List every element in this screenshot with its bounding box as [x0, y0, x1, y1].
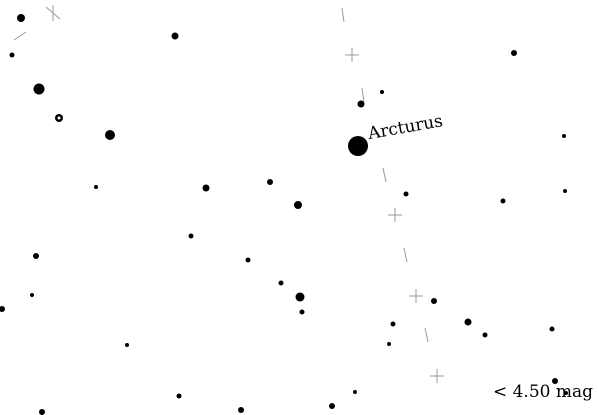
- star: [278, 280, 284, 286]
- star: [329, 403, 335, 409]
- grid-cross: [409, 289, 423, 303]
- star: [562, 134, 566, 138]
- star: [500, 198, 506, 204]
- star: [30, 293, 34, 297]
- grid-cross: [430, 369, 444, 383]
- star: [403, 191, 409, 197]
- star: [238, 407, 244, 413]
- star: [464, 318, 472, 326]
- star: [552, 378, 558, 384]
- star: [353, 390, 357, 394]
- star: [202, 184, 210, 192]
- star: [188, 233, 194, 239]
- star: [380, 90, 384, 94]
- star: [563, 189, 567, 193]
- star-highlight: [57, 116, 61, 120]
- star: [105, 130, 115, 140]
- star: [94, 185, 98, 189]
- star: [482, 332, 488, 338]
- star: [511, 50, 517, 56]
- ecliptic-line: [13, 7, 429, 343]
- grid-cross: [345, 48, 359, 62]
- star: [294, 201, 302, 209]
- star-arcturus: [348, 136, 368, 156]
- grid-crosses: [45, 5, 444, 383]
- star: [176, 393, 182, 399]
- star: [299, 309, 305, 315]
- star: [431, 298, 437, 304]
- star: [245, 257, 251, 263]
- star: [39, 409, 45, 415]
- grid-cross: [45, 5, 61, 21]
- star: [549, 326, 555, 332]
- star: [9, 52, 15, 58]
- grid-cross: [388, 208, 402, 222]
- star: [33, 83, 45, 95]
- star: [125, 343, 129, 347]
- star: [357, 100, 365, 108]
- star: [33, 253, 39, 259]
- star: [387, 342, 391, 346]
- star: [0, 306, 5, 312]
- star: [171, 32, 179, 40]
- star: [267, 179, 273, 185]
- star: [295, 292, 305, 302]
- star: [17, 14, 25, 22]
- magnitude-limit-label: < 4.50 mag: [492, 382, 593, 402]
- stars-layer: [0, 14, 568, 415]
- star: [390, 321, 396, 327]
- star: [564, 391, 568, 395]
